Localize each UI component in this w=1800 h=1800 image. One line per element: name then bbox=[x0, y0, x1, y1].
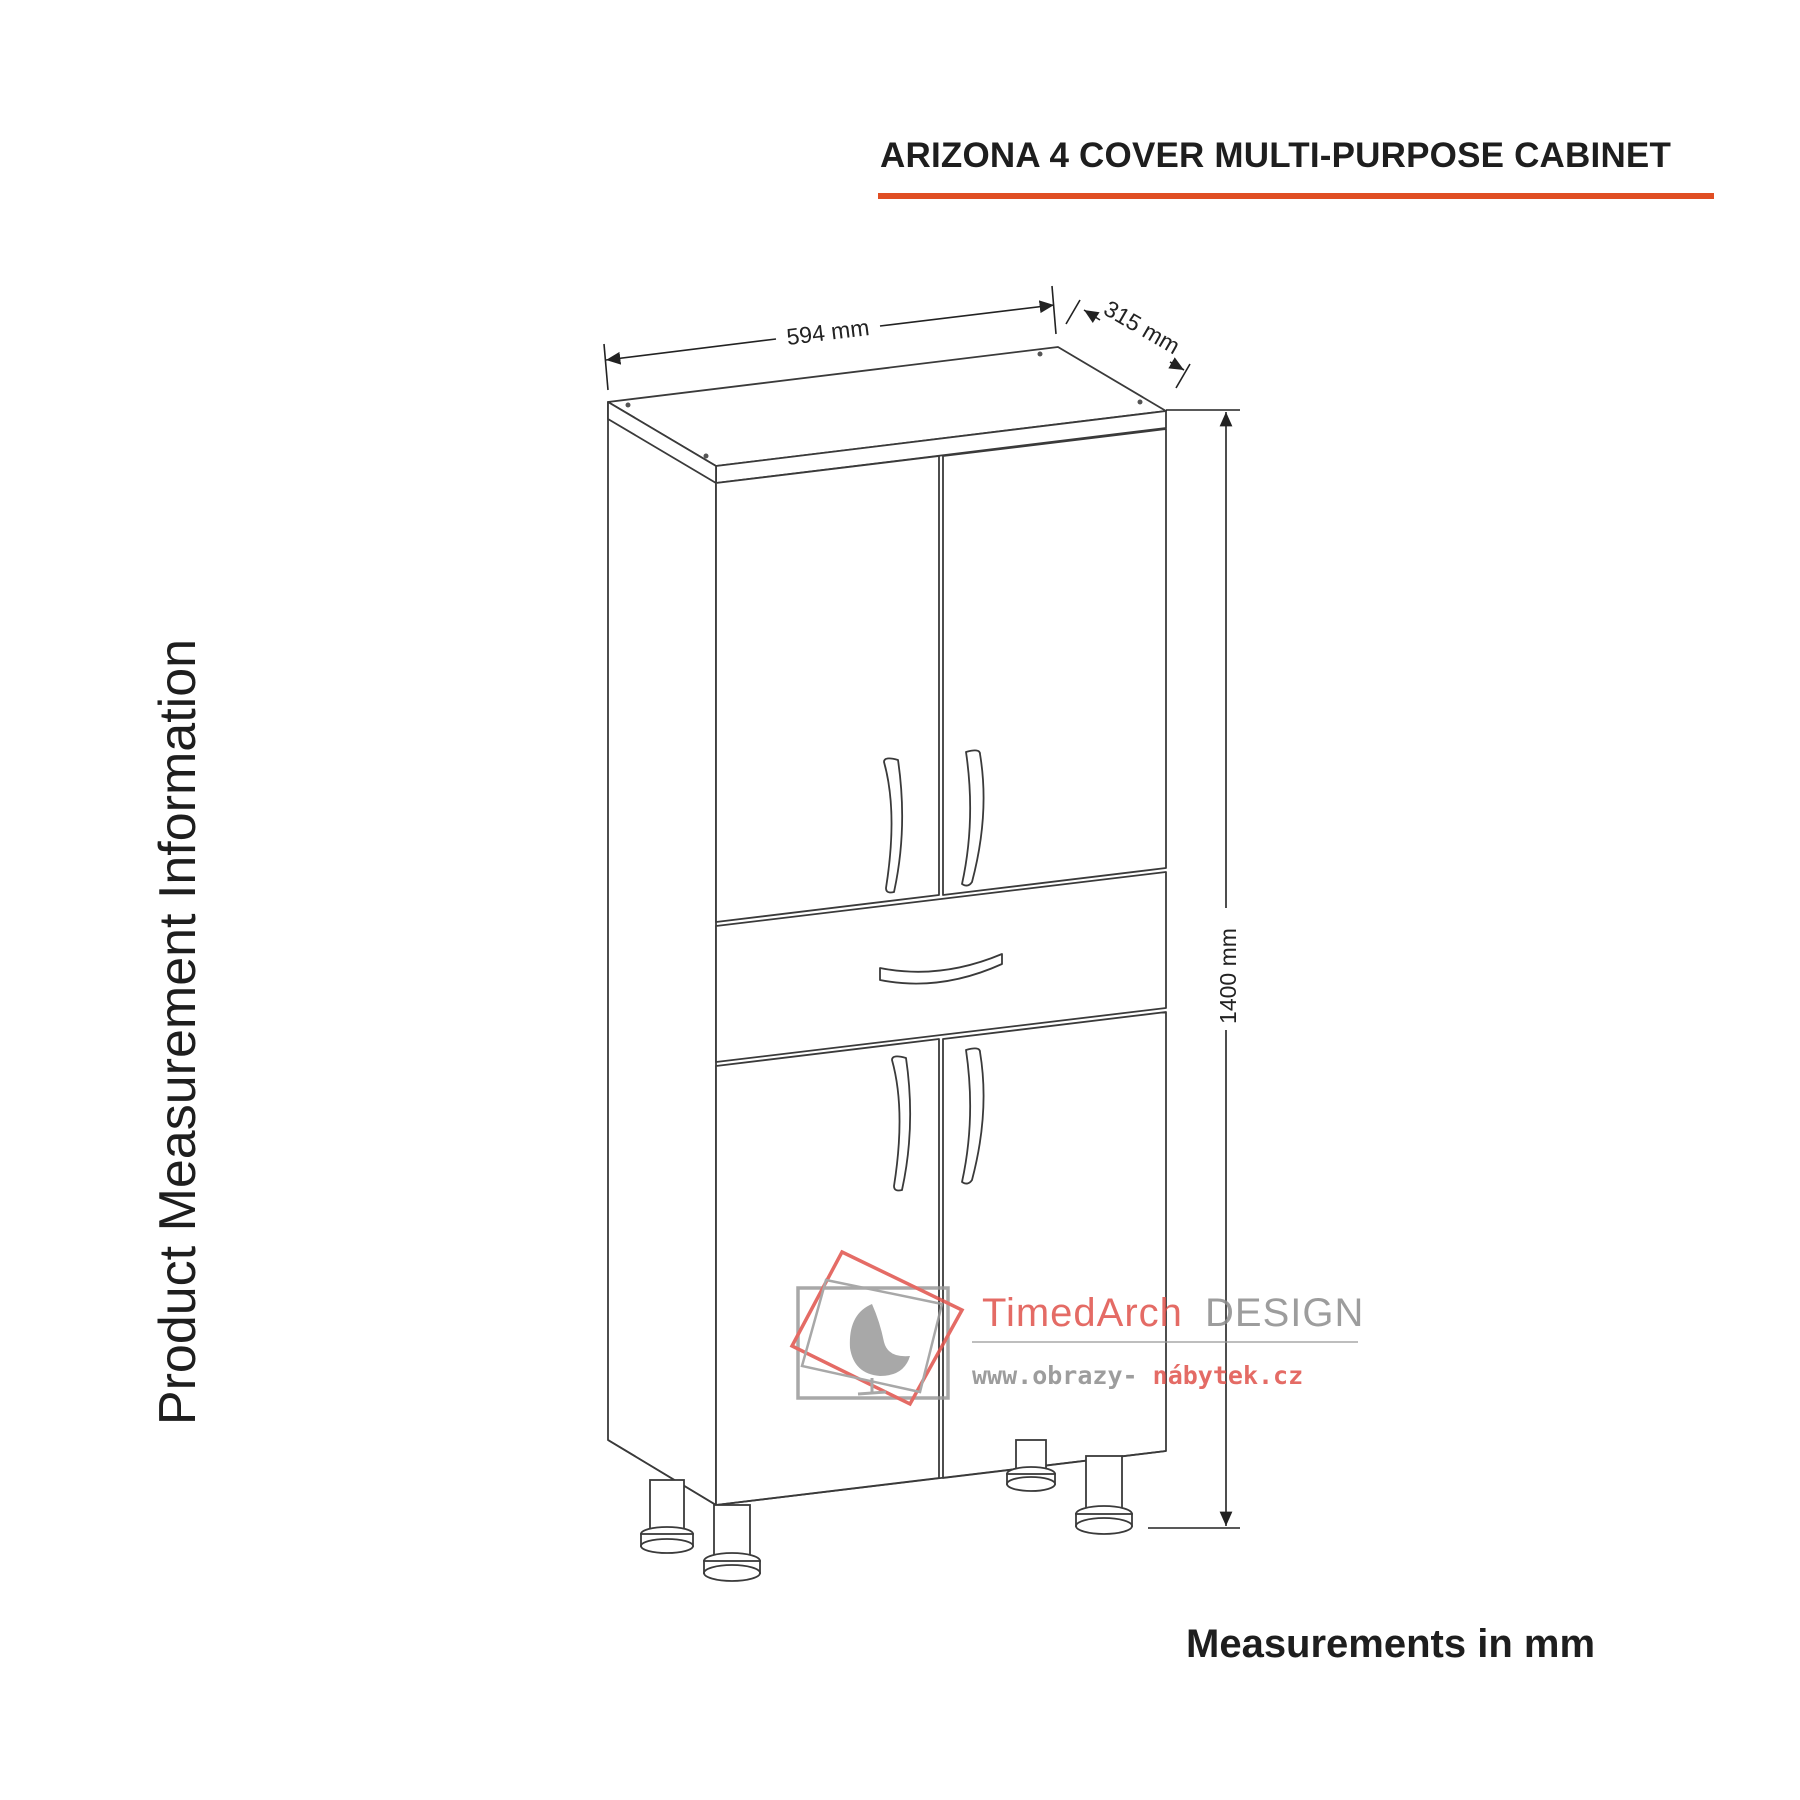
egg-chair-icon bbox=[849, 1304, 910, 1376]
screw-dot bbox=[625, 402, 631, 408]
depth-arrow-front bbox=[1168, 357, 1185, 371]
screw-dot bbox=[1137, 399, 1143, 405]
leg-back-right bbox=[1006, 1439, 1056, 1492]
handles bbox=[879, 749, 1003, 1192]
width-arrow-right bbox=[879, 300, 1055, 327]
screw-dot bbox=[1037, 351, 1043, 357]
width-extension-left bbox=[603, 343, 609, 391]
logo-square-red bbox=[789, 1249, 965, 1407]
logo-square-gray bbox=[796, 1286, 950, 1400]
drawer-front bbox=[715, 871, 1167, 1063]
watermark-logo bbox=[789, 1249, 965, 1407]
product-title: ARIZONA 4 COVER MULTI-PURPOSE CABINET bbox=[880, 136, 1672, 175]
logo-square-inner bbox=[800, 1278, 944, 1394]
cabinet-side-panel bbox=[607, 401, 717, 1506]
height-label: 1400 mm bbox=[1215, 928, 1241, 1024]
handle-upper-right bbox=[961, 749, 985, 887]
leg-front-right bbox=[1075, 1455, 1133, 1535]
depth-label: 315 mm bbox=[1100, 295, 1185, 359]
depth-extension-front bbox=[1175, 363, 1191, 389]
handle-drawer bbox=[879, 953, 1003, 985]
depth-dimension bbox=[1065, 299, 1191, 389]
handle-lower-right bbox=[961, 1047, 985, 1185]
depth-extension-back bbox=[1065, 299, 1081, 325]
legs bbox=[640, 1439, 1133, 1582]
leg-back-left bbox=[640, 1479, 694, 1554]
title-underline bbox=[878, 193, 1714, 199]
chair-base bbox=[857, 1390, 887, 1396]
upper-left-door bbox=[715, 455, 940, 923]
measurement-unit-note: Measurements in mm bbox=[1186, 1622, 1596, 1666]
watermark-url-part2: nábytek.cz bbox=[1153, 1361, 1304, 1390]
watermark-url-part1: www.obrazy- bbox=[972, 1361, 1138, 1390]
watermark-url: www.obrazy- nábytek.cz bbox=[972, 1361, 1303, 1390]
watermark-brand-part1: TimedArch bbox=[982, 1291, 1183, 1335]
leg-front-left bbox=[703, 1504, 761, 1582]
height-dimension bbox=[1148, 409, 1240, 1529]
width-arrow-left bbox=[605, 338, 777, 365]
watermark-brand: TimedArch DESIGN bbox=[982, 1291, 1364, 1335]
width-label: 594 mm bbox=[785, 314, 871, 350]
width-extension-right bbox=[1051, 285, 1057, 335]
upper-right-door bbox=[942, 428, 1167, 896]
handle-lower-left bbox=[891, 1055, 912, 1192]
watermark-brand-part2: DESIGN bbox=[1205, 1291, 1364, 1335]
depth-arrow-back bbox=[1083, 309, 1101, 324]
screw-dot bbox=[703, 453, 709, 459]
width-dimension bbox=[603, 285, 1057, 391]
watermark: TimedArch DESIGN www.obrazy- nábytek.cz bbox=[789, 1249, 1364, 1407]
handle-upper-left bbox=[883, 757, 904, 894]
